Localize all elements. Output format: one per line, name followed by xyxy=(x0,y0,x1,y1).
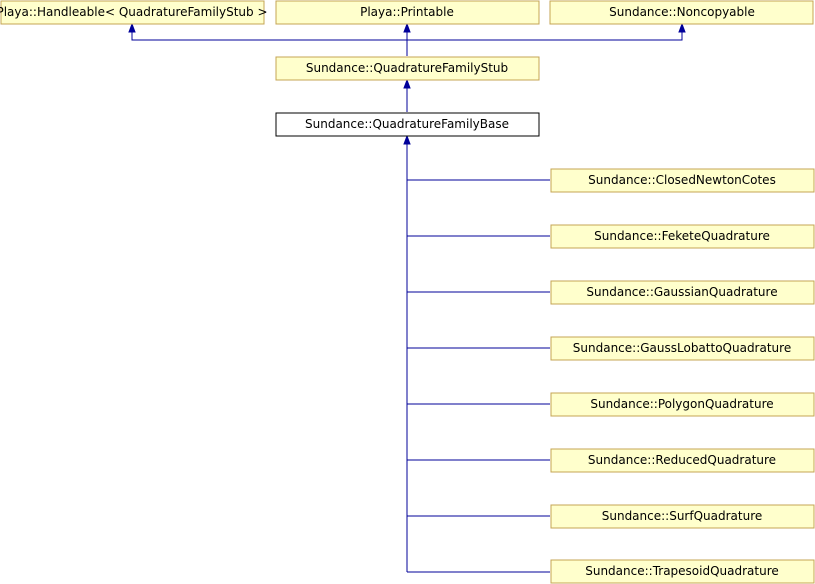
node-label: Sundance::GaussLobattoQuadrature xyxy=(573,341,791,355)
node-label: Sundance::FeketeQuadrature xyxy=(594,229,770,243)
arrowhead-printable xyxy=(403,22,411,33)
node-reduced-quadrature[interactable]: Sundance::ReducedQuadrature xyxy=(550,448,815,473)
node-label: Sundance::PolygonQuadrature xyxy=(590,397,773,411)
node-label: Sundance::TrapesoidQuadrature xyxy=(585,564,779,578)
arrowhead-handleable xyxy=(128,22,136,33)
node-label: Playa::Handleable< QuadratureFamilyStub … xyxy=(0,5,268,19)
node-label: Sundance::QuadratureFamilyStub xyxy=(306,61,508,75)
edges-stub xyxy=(403,78,411,112)
node-fekete-quadrature[interactable]: Sundance::FeketeQuadrature xyxy=(550,224,815,249)
node-label: Sundance::Noncopyable xyxy=(609,5,755,19)
node-closed-newton-cotes[interactable]: Sundance::ClosedNewtonCotes xyxy=(550,168,815,193)
node-label: Sundance::ClosedNewtonCotes xyxy=(588,173,776,187)
arrowhead-noncopyable xyxy=(678,22,686,33)
node-quadrature-family-base: Sundance::QuadratureFamilyBase xyxy=(275,112,540,137)
arrowhead-stub xyxy=(403,78,411,89)
node-label: Sundance::SurfQuadrature xyxy=(602,509,763,523)
edges-derived xyxy=(403,134,550,573)
node-surf-quadrature[interactable]: Sundance::SurfQuadrature xyxy=(550,504,815,529)
edges-parents xyxy=(128,22,686,56)
node-label: Sundance::GaussianQuadrature xyxy=(586,285,777,299)
arrowhead-base xyxy=(403,134,411,145)
node-quadrature-family-stub[interactable]: Sundance::QuadratureFamilyStub xyxy=(275,56,540,81)
node-gauss-lobatto-quadrature[interactable]: Sundance::GaussLobattoQuadrature xyxy=(550,336,815,361)
node-printable[interactable]: Playa::Printable xyxy=(275,0,540,25)
node-gaussian-quadrature[interactable]: Sundance::GaussianQuadrature xyxy=(550,280,815,305)
node-noncopyable[interactable]: Sundance::Noncopyable xyxy=(549,0,814,25)
node-handleable[interactable]: Playa::Handleable< QuadratureFamilyStub … xyxy=(0,0,268,25)
edge-noncopyable-to-stub xyxy=(407,32,683,41)
node-label: Sundance::QuadratureFamilyBase xyxy=(305,117,509,131)
node-label: Sundance::ReducedQuadrature xyxy=(588,453,776,467)
node-label: Playa::Printable xyxy=(360,5,454,19)
node-trapesoid-quadrature[interactable]: Sundance::TrapesoidQuadrature xyxy=(550,559,815,584)
node-polygon-quadrature[interactable]: Sundance::PolygonQuadrature xyxy=(550,392,815,417)
edge-handleable-to-stub xyxy=(131,32,408,56)
